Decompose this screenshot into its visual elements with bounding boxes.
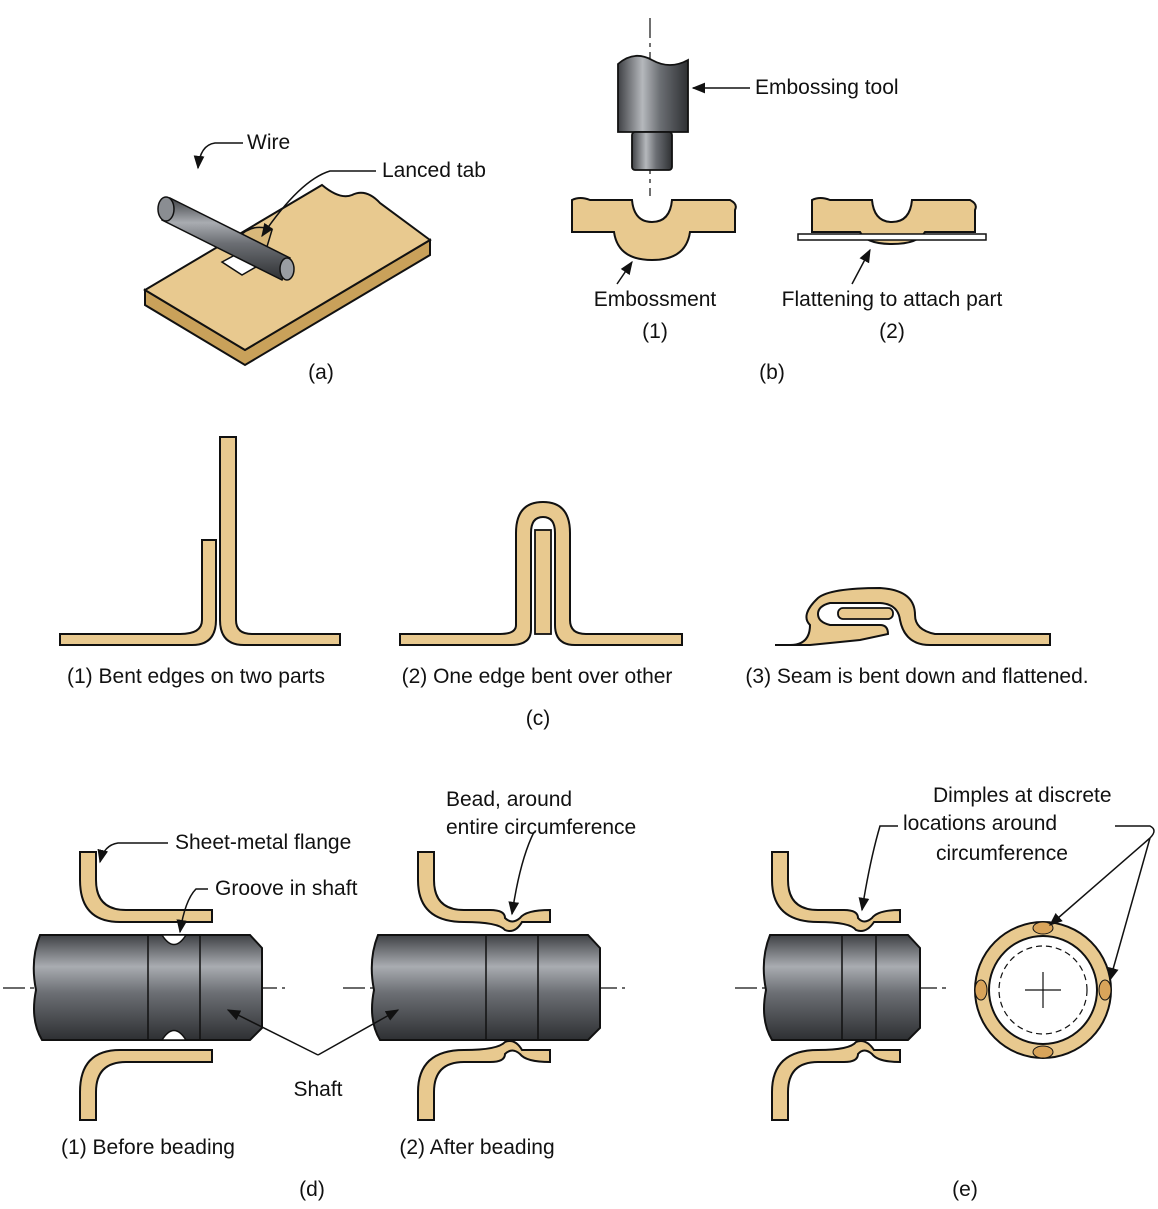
caption-a: (a)	[308, 361, 334, 385]
dimple-bottom	[1033, 1046, 1053, 1058]
flange-3-top	[772, 852, 900, 931]
embossing-tool-tip	[632, 132, 672, 170]
flange-label: Sheet-metal flange	[175, 831, 351, 855]
embossment-sheet	[572, 198, 736, 260]
seam-step-3-label: (3) Seam is bent down and flattened.	[745, 665, 1088, 689]
flange-1-bottom	[80, 1050, 212, 1120]
dimple-right	[1099, 980, 1111, 1000]
dimples-label-line-3: circumference	[936, 842, 1068, 866]
dimples-label-line-1: Dimples at discrete	[933, 784, 1112, 808]
groove-label: Groove in shaft	[215, 877, 357, 901]
dimples-label-line-2: locations around	[903, 812, 1057, 836]
beading-step-1-label: (1) Before beading	[61, 1136, 235, 1160]
flattening-leader	[852, 250, 870, 284]
seam-1-part-right	[220, 437, 340, 645]
bead-label-line-1: Bead, around	[446, 788, 572, 812]
panel-d-beading	[3, 832, 625, 1120]
caption-d: (d)	[299, 1178, 325, 1202]
caption-b: (b)	[759, 361, 785, 385]
panel-e-dimpling	[735, 826, 1154, 1120]
seam-step-2-label: (2) One edge bent over other	[402, 665, 673, 689]
panel-c-seaming	[60, 437, 1050, 645]
caption-c: (c)	[526, 707, 551, 731]
wire-tip	[280, 258, 294, 280]
embossment-label: Embossment	[594, 288, 717, 312]
flattening-label: Flattening to attach part	[782, 288, 1003, 312]
embossment-leader	[617, 262, 632, 284]
lanced-tab-label: Lanced tab	[382, 159, 486, 183]
shaft-label: Shaft	[293, 1078, 342, 1102]
dimple-top	[1033, 922, 1053, 934]
flange-2-bottom	[418, 1041, 550, 1120]
flattening-number: (2)	[879, 320, 905, 344]
panel-b-embossing	[572, 18, 986, 284]
seam-step-1-label: (1) Bent edges on two parts	[67, 665, 325, 689]
seam-3-flattened	[775, 588, 1050, 645]
dimples-leader-ring-stub	[1115, 826, 1154, 838]
caption-e: (e)	[952, 1178, 978, 1202]
bead-label-line-2: entire circumference	[446, 816, 636, 840]
embossment-number: (1)	[642, 320, 668, 344]
dimples-leader-right	[1110, 838, 1150, 980]
flange-label-leader	[100, 843, 168, 862]
dimple-left	[975, 980, 987, 1000]
wire-leader	[198, 143, 243, 168]
flange-2-top	[418, 852, 550, 931]
wire-end-cap	[158, 197, 174, 221]
embossing-tool-body	[618, 56, 688, 132]
flange-3-bottom	[772, 1041, 900, 1120]
bead-label-leader	[512, 832, 534, 914]
beading-step-2-label: (2) After beading	[399, 1136, 554, 1160]
flange-1-top	[80, 852, 212, 922]
seam-3-inner-edge	[838, 608, 893, 619]
seam-2-inner-edge	[535, 530, 551, 634]
dimples-leader-side	[862, 826, 898, 910]
wire-label: Wire	[247, 131, 290, 155]
embossing-tool-label: Embossing tool	[755, 76, 899, 100]
attached-part	[798, 234, 986, 240]
seam-1-part-left	[60, 540, 216, 645]
